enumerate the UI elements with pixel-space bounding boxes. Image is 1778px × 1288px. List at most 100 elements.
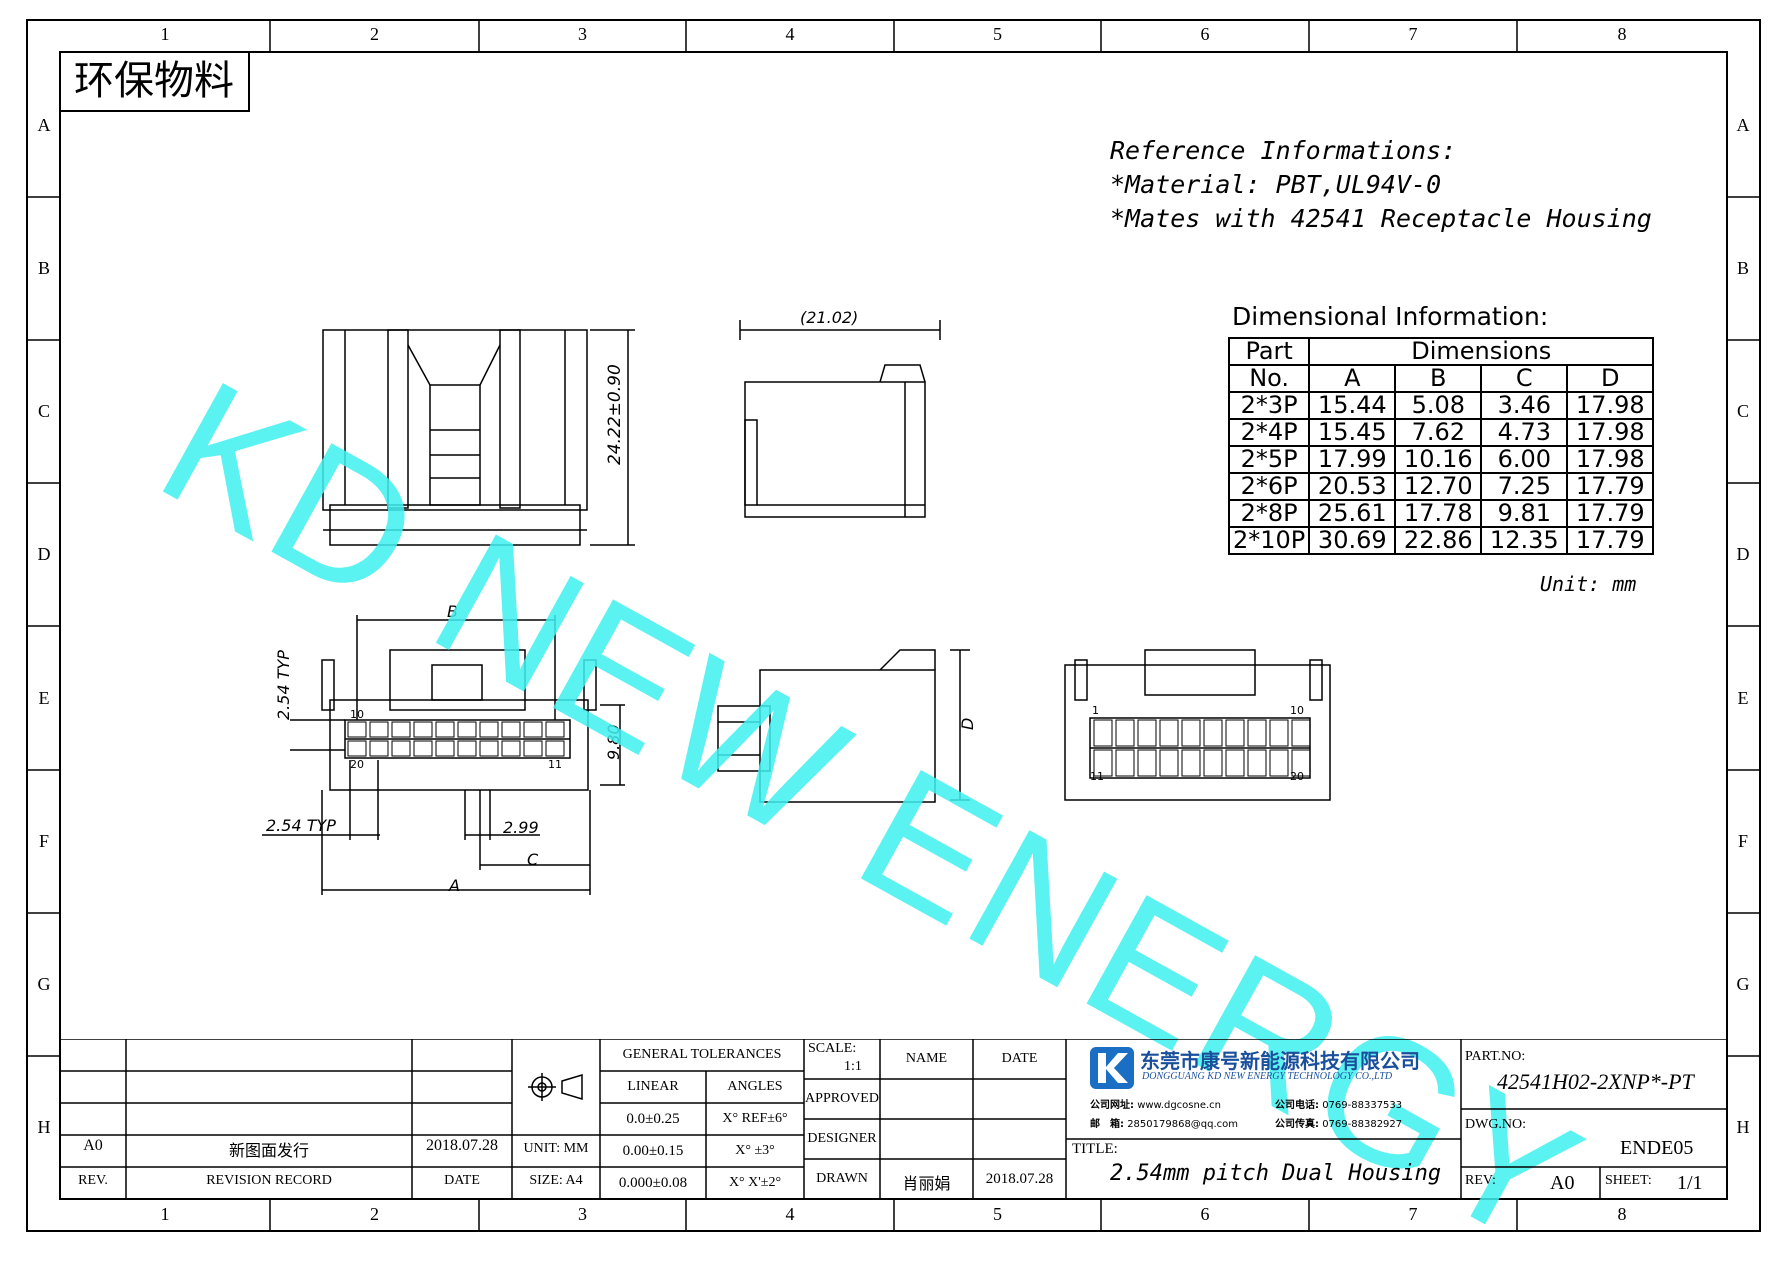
bottom-pin-cell <box>369 721 389 738</box>
drawn-name: 肖丽娟 <box>902 1176 951 1193</box>
face-pin-cell <box>1225 719 1245 747</box>
header-col-d: D <box>1566 364 1655 393</box>
bottom-pin-cell <box>435 740 455 757</box>
drawing-title: 2.54mm pitch Dual Housing <box>1110 1161 1442 1186</box>
header-part: Part <box>1227 337 1311 366</box>
drawn-label: DRAWN <box>816 1171 868 1186</box>
tol-angle-2: X° ±3° <box>735 1143 775 1158</box>
header-col-b: B <box>1394 364 1483 393</box>
dimensional-title: Dimensional Information: <box>1232 302 1549 331</box>
bottom-pin-cell <box>479 721 499 738</box>
face-pin-cell <box>1137 749 1157 777</box>
face-view <box>1064 649 1331 801</box>
unit-label: Unit: mm <box>1540 572 1637 596</box>
bottom-pin-cell <box>545 740 565 757</box>
dim-b: B <box>447 602 458 621</box>
tol-linear-1: 0.0±0.25 <box>626 1111 680 1127</box>
unit-mm: UNIT: MM <box>523 1141 589 1156</box>
face-pin-cell <box>1269 719 1289 747</box>
bottom-pin-cell <box>391 740 411 757</box>
rev-value: A0 <box>1550 1172 1575 1194</box>
face-pin-cell <box>1181 719 1201 747</box>
general-tolerances: GENERAL TOLERANCES <box>622 1047 782 1062</box>
title-block-lines <box>60 1039 1727 1199</box>
tol-linear-3: 0.000±0.08 <box>618 1175 688 1191</box>
pin-label-10: 10 <box>350 708 364 721</box>
face-pin-cell <box>1159 719 1179 747</box>
company-fax: 公司传真: 0769-88382927 <box>1275 1119 1403 1130</box>
part-no-label: PART.NO: <box>1465 1049 1526 1064</box>
tol-angle-1: X° REF±6° <box>722 1111 788 1126</box>
header-revision-record: REVISION RECORD <box>206 1173 332 1188</box>
face-pin-cell <box>1247 719 1267 747</box>
header-date: DATE <box>444 1173 480 1188</box>
pin-cells <box>347 719 1311 777</box>
dwg-no-value: ENDE05 <box>1620 1137 1694 1159</box>
drawing-sheet: 1 2 3 4 5 6 7 8 1 2 3 4 5 6 7 8 A B C D … <box>26 19 1761 1285</box>
side-view <box>739 320 941 518</box>
face-pin-cell <box>1225 749 1245 777</box>
dim-pitch: 2.99 <box>503 818 539 837</box>
company-logo-icon <box>1090 1047 1134 1089</box>
rev-code: A0 <box>83 1137 103 1154</box>
bottom-pin-cell <box>347 721 367 738</box>
header-col-c: C <box>1480 364 1569 393</box>
reference-mates: *Mates with 42541 Receptacle Housing <box>1110 204 1652 233</box>
company-web: 公司网址: www.dgcosne.cn <box>1090 1100 1222 1111</box>
bottom-pin-cell <box>347 740 367 757</box>
dim-typ-vertical: 2.54 TYP <box>274 650 293 720</box>
bottom-pin-cell <box>369 740 389 757</box>
face-pin-cell <box>1291 719 1311 747</box>
scale-value: 1:1 <box>844 1059 862 1074</box>
dwg-no-label: DWG.NO: <box>1465 1117 1527 1132</box>
reference-title: Reference Informations: <box>1110 136 1457 165</box>
face-pin-cell <box>1159 749 1179 777</box>
frame-lines <box>26 19 1761 1232</box>
title-block: A0 新图面发行 2018.07.28 REV. REVISION RECORD… <box>60 1039 1727 1199</box>
tol-angle-3: X° X'±2° <box>728 1175 782 1190</box>
pin-label-20: 20 <box>350 758 364 771</box>
bottom-pin-cell <box>413 721 433 738</box>
angles-header: ANGLES <box>727 1079 783 1094</box>
face-pin-cell <box>1093 719 1113 747</box>
face-pin-cell <box>1137 719 1157 747</box>
face-pin-cell <box>1291 749 1311 777</box>
header-col-a: A <box>1308 364 1397 393</box>
company-tel: 公司电话: 0769-88337533 <box>1275 1100 1403 1111</box>
dim-row-height: 9.80 <box>604 724 623 760</box>
bottom-pin-cell <box>501 740 521 757</box>
size-a4: SIZE: A4 <box>529 1173 583 1188</box>
bottom-pin-cell <box>435 721 455 738</box>
bottom-pin-cell <box>523 740 543 757</box>
date-header: DATE <box>1001 1051 1038 1066</box>
dim-a: A <box>449 876 460 895</box>
scale-label: SCALE: <box>808 1041 857 1056</box>
company-name-cn: 东莞市康号新能源科技有限公司 <box>1140 1049 1420 1073</box>
face-pin-10: 10 <box>1290 704 1304 717</box>
title-label: TITLE: <box>1072 1141 1118 1157</box>
bottom-pin-cell <box>501 721 521 738</box>
face-pin-cell <box>1247 749 1267 777</box>
drawn-date: 2018.07.28 <box>985 1171 1054 1187</box>
face-pin-cell <box>1181 749 1201 777</box>
sheet-value: 1/1 <box>1677 1172 1703 1194</box>
dim-c: C <box>527 850 539 869</box>
bottom-pin-cell <box>523 721 543 738</box>
face-pin-cell <box>1203 719 1223 747</box>
face-pin-cell <box>1093 749 1113 777</box>
tol-linear-2: 0.00±0.15 <box>622 1143 684 1159</box>
pin-label-11: 11 <box>548 758 562 771</box>
eco-material-stamp: 环保物料 <box>60 52 250 112</box>
dim-d: D <box>958 717 977 730</box>
dim-height: 24.22±0.90 <box>605 364 625 465</box>
header-no: No. <box>1227 364 1311 393</box>
face-pin-cell <box>1203 749 1223 777</box>
linear-header: LINEAR <box>627 1079 679 1094</box>
company-mail: 邮 箱: 2850179868@qq.com <box>1090 1119 1239 1130</box>
rev-date: 2018.07.28 <box>426 1137 498 1154</box>
